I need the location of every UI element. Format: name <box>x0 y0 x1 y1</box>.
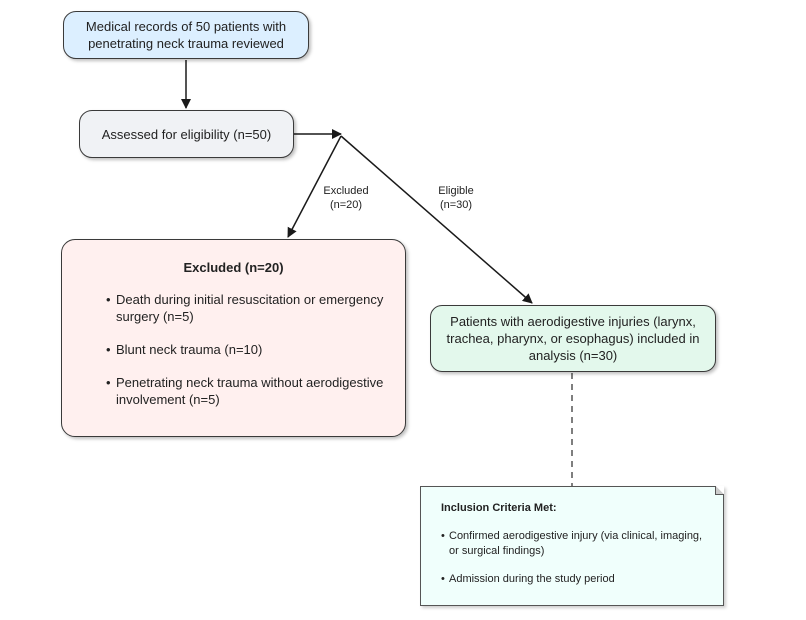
excluded-reasons-list: Death during initial resuscitation or em… <box>106 291 387 408</box>
included-analysis-text: Patients with aerodigestive injuries (la… <box>446 314 700 363</box>
arrow-split-to-included <box>340 135 533 304</box>
inclusion-criteria-item: Admission during the study period <box>441 572 709 587</box>
inclusion-criteria-item: Confirmed aerodigestive injury (via clin… <box>441 529 709 559</box>
eligibility-assessment-text: Assessed for eligibility (n=50) <box>101 126 272 142</box>
note-folded-corner <box>715 486 724 495</box>
note-title: Inclusion Criteria Met: <box>441 502 557 514</box>
excluded-reason-item: Blunt neck trauma (n=10) <box>106 341 387 358</box>
inclusion-criteria-list: Confirmed aerodigestive injury (via clin… <box>441 529 709 587</box>
eligible-edge-label: Eligible (n=30) <box>438 185 474 211</box>
excluded-reason-item: Death during initial resuscitation or em… <box>106 291 387 325</box>
excluded-box: Excluded (n=20) Death during initial res… <box>61 239 406 437</box>
inclusion-criteria-note: Inclusion Criteria Met: Confirmed aerodi… <box>420 486 724 606</box>
records-reviewed-text: Medical records of 50 patients with pene… <box>85 19 287 51</box>
records-reviewed-box: Medical records of 50 patients with pene… <box>63 11 309 59</box>
excluded-edge-label: Excluded (n=20) <box>323 185 369 211</box>
included-analysis-box: Patients with aerodigestive injuries (la… <box>430 305 716 372</box>
excluded-reason-item: Penetrating neck trauma without aerodige… <box>106 374 387 408</box>
excluded-box-title: Excluded (n=20) <box>183 260 284 275</box>
arrow-split-to-excluded <box>287 135 342 238</box>
eligibility-assessment-box: Assessed for eligibility (n=50) <box>79 110 294 158</box>
